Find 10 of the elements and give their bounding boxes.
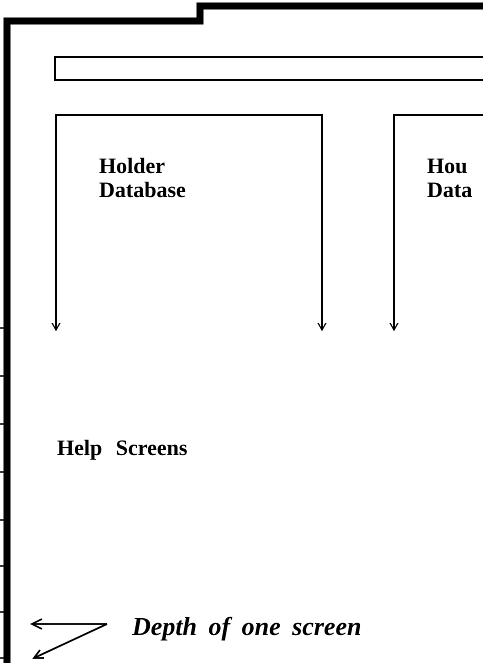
arrow [389, 300, 399, 331]
title-bar [54, 56, 483, 81]
database-frame-open [393, 114, 483, 300]
section-label: Help Screens [57, 436, 257, 462]
arrow [317, 300, 327, 331]
node-label: Holder Database [99, 154, 186, 202]
arrow [51, 300, 61, 331]
depth-note: Depth of one screen [132, 612, 362, 642]
node-label: Hou Data [427, 154, 472, 202]
database-frame [55, 114, 323, 300]
